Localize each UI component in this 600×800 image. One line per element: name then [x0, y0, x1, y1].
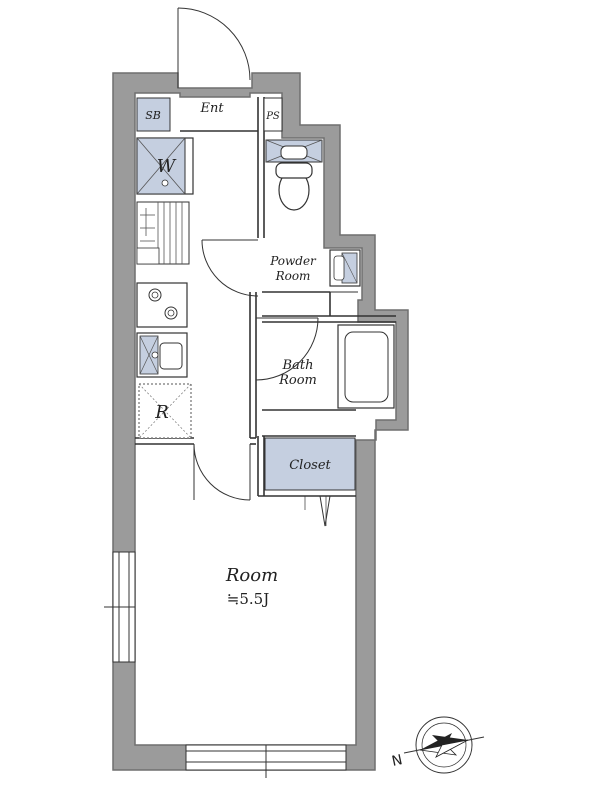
- shoe-box-label: SB: [145, 109, 161, 122]
- closet: Closet: [264, 437, 356, 491]
- washer-space: W: [136, 137, 194, 195]
- window-icon: [104, 551, 347, 778]
- pipe-space-label: PS: [265, 111, 280, 122]
- refrigerator-label: R: [154, 402, 169, 423]
- bath-room-label-line1: Bath: [282, 358, 314, 373]
- main-room-area: ≒5.5J: [227, 590, 269, 608]
- door-swing-icon: [177, 7, 358, 527]
- bathtub-icon: [337, 324, 395, 409]
- closet-label: Closet: [289, 458, 331, 473]
- washer-drain-icon: [161, 179, 169, 187]
- washer-label: W: [157, 156, 177, 177]
- pipe-space: PS: [263, 97, 283, 132]
- stove-icon: [136, 282, 188, 328]
- sink-icon: [136, 332, 188, 378]
- powder-room-label-line1: Powder: [269, 254, 317, 268]
- walls: [112, 72, 409, 771]
- refrigerator-space: R: [138, 383, 192, 439]
- shoe-box: SB: [136, 97, 171, 132]
- washbasin-icon: [329, 249, 361, 287]
- powder-room-label-line2: Room: [275, 269, 311, 283]
- toilet-icon: [265, 139, 323, 211]
- compass-icon: [403, 716, 485, 774]
- bath-room-label-line2: Room: [278, 373, 317, 388]
- compass-north-label: N: [390, 752, 404, 770]
- kitchen-storage: [136, 201, 190, 265]
- entrance-label: Ent: [199, 101, 224, 116]
- main-room-label: Room: [225, 565, 278, 586]
